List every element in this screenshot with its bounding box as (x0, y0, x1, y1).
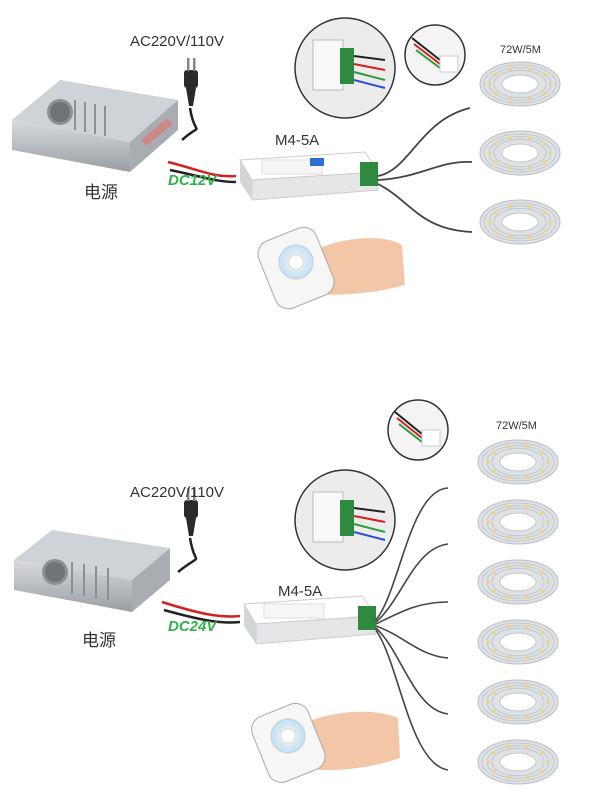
led-strip-reel (479, 130, 561, 176)
power-supply-unit (12, 80, 178, 172)
strip-connector-zoom-circle (387, 399, 449, 461)
controller-model-label: M4-5A (278, 583, 323, 600)
power-supply-label: 电源 (84, 183, 118, 203)
led-controller (243, 595, 377, 645)
led-strip-reel (477, 499, 559, 545)
led-strip-reel (479, 199, 561, 245)
power-plug-icon (184, 58, 198, 106)
led-strip-reel (477, 439, 559, 485)
led-strip-reel (477, 559, 559, 605)
dc-voltage-label: DC12V (168, 172, 217, 189)
strip-connector-zoom-circle (404, 24, 466, 86)
led-strip-reels (477, 439, 559, 785)
strip-spec-label: 72W/5M (500, 44, 541, 56)
led-controller (239, 151, 379, 201)
terminal-zoom-circle (294, 469, 396, 571)
led-strip-reel (477, 739, 559, 785)
touch-remote-icon (257, 226, 405, 310)
led-strip-reel (477, 619, 559, 665)
wiring-diagram-top: AC220V/110V M4-5A 72W/5M 电源 DC12V (0, 0, 600, 330)
terminal-zoom-circle (294, 17, 396, 119)
dc-voltage-label: DC24V (168, 618, 217, 635)
diagram-graphics-bottom (14, 399, 559, 785)
power-plug-icon (184, 488, 198, 536)
diagram-graphics-top (12, 17, 561, 310)
controller-model-label: M4-5A (275, 132, 320, 149)
strip-spec-label: 72W/5M (496, 420, 537, 432)
ac-input-label: AC220V/110V (130, 484, 224, 501)
power-supply-label: 电源 (82, 631, 116, 651)
power-supply-unit (14, 530, 170, 612)
ac-input-label: AC220V/110V (130, 33, 224, 50)
led-strip-reel (479, 61, 561, 107)
wiring-diagram-bottom: AC220V/110V M4-5A 72W/5M 电源 DC24V (0, 390, 600, 810)
led-strip-reels (479, 61, 561, 245)
led-strip-reel (477, 679, 559, 725)
touch-remote-icon (251, 702, 400, 783)
